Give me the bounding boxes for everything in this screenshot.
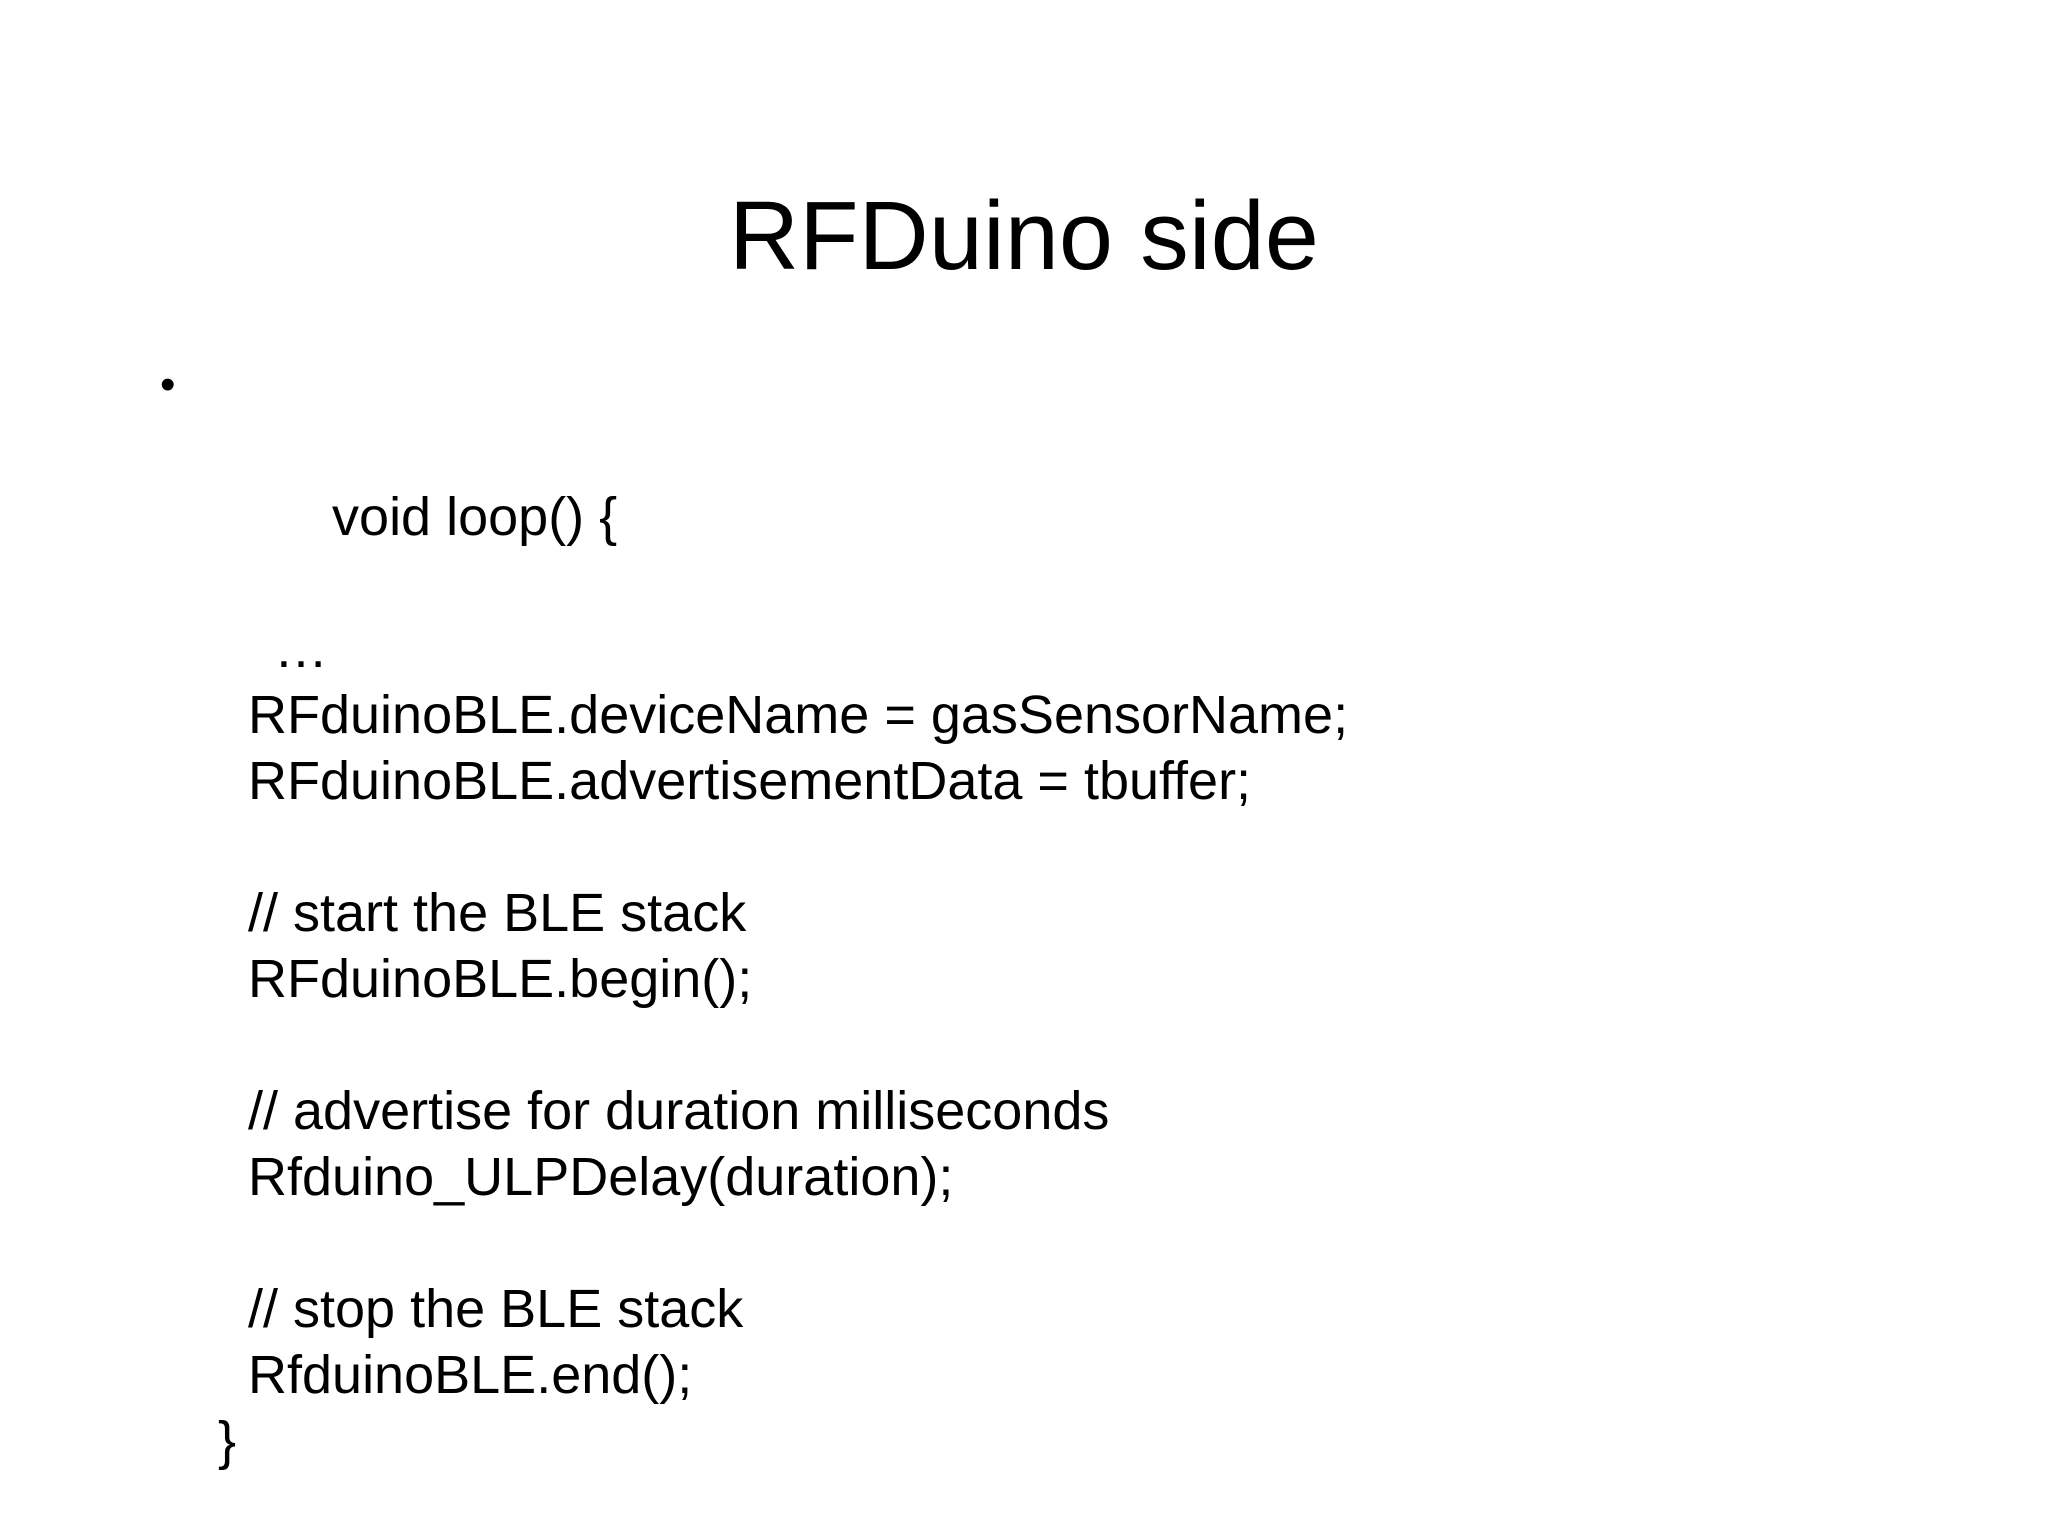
code-line-comment-start: // start the BLE stack: [248, 883, 747, 943]
code-line-begin: RFduinoBLE.begin();: [248, 949, 753, 1009]
code-line-comment-advertise: // advertise for duration milliseconds: [248, 1081, 1110, 1141]
code-line-blank-2: [248, 1012, 2048, 1078]
slide-body: • void loop() { … RFduinoBLE.deviceName …: [0, 352, 2048, 1474]
bullet-item-label: void loop() {: [332, 487, 618, 547]
code-line-comment-stop: // stop the BLE stack: [248, 1279, 744, 1339]
code-line-end: RfduinoBLE.end();: [248, 1345, 693, 1405]
code-line-ulpdelay: Rfduino_ULPDelay(duration);: [248, 1147, 954, 1207]
code-block: … RFduinoBLE.deviceName = gasSensorName;…: [212, 616, 2048, 1474]
code-line-devicename: RFduinoBLE.deviceName = gasSensorName;: [248, 685, 1349, 745]
code-line-ellipsis: …: [274, 619, 328, 679]
page-title: RFDuino side: [728, 180, 1320, 290]
code-line-advertisementdata: RFduinoBLE.advertisementData = tbuffer;: [248, 751, 1252, 811]
code-line-blank-3: [248, 1210, 2048, 1276]
list-item: • void loop() {: [160, 352, 2048, 616]
code-line-close-brace: }: [218, 1411, 237, 1471]
code-line-blank-1: [248, 814, 2048, 880]
bullet-point-icon: •: [160, 360, 176, 409]
bullet-list: • void loop() { … RFduinoBLE.deviceName …: [0, 352, 2048, 1474]
